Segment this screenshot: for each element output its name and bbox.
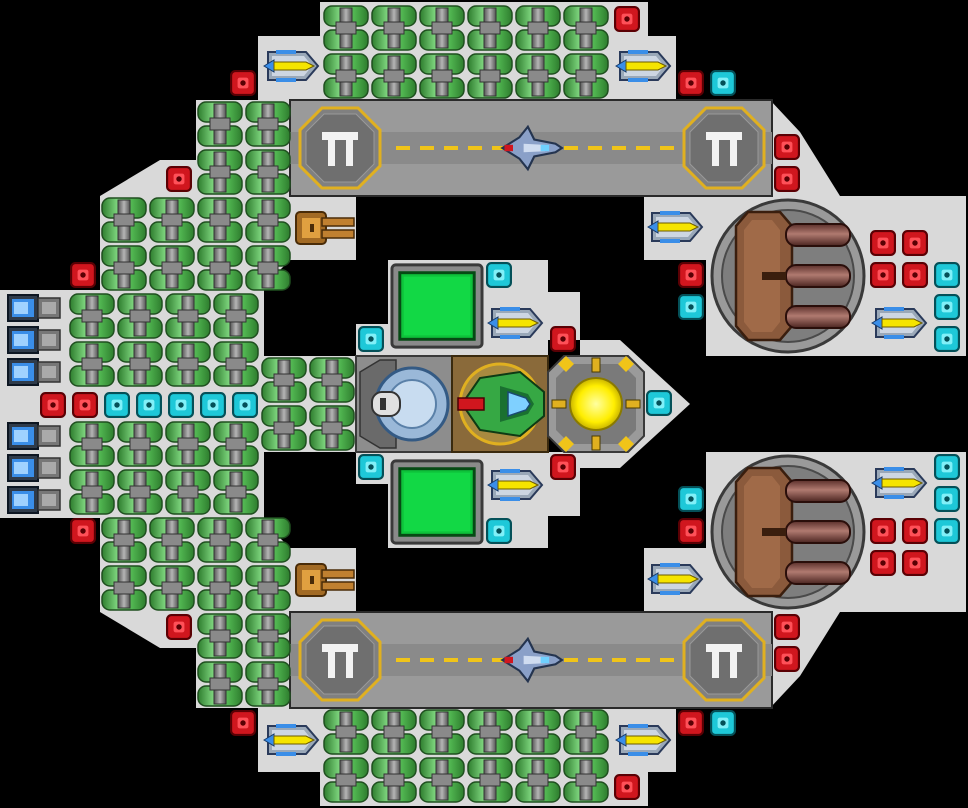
red-block-icon[interactable]	[774, 646, 800, 672]
red-block-icon[interactable]	[870, 262, 896, 288]
red-block-icon[interactable]	[774, 166, 800, 192]
thruster-icon[interactable]	[6, 421, 62, 451]
cyan-block-icon[interactable]	[104, 392, 130, 418]
hangar-pad-icon	[682, 618, 766, 702]
cyan-block-icon[interactable]	[934, 262, 960, 288]
cyan-block-icon[interactable]	[934, 486, 960, 512]
heavy-cannon-icon[interactable]	[710, 454, 866, 610]
red-block-icon[interactable]	[902, 550, 928, 576]
cyan-block-icon[interactable]	[646, 390, 672, 416]
red-block-icon[interactable]	[902, 230, 928, 256]
cyan-block-icon[interactable]	[168, 392, 194, 418]
shield-generator[interactable]	[355, 355, 453, 453]
thruster-icon[interactable]	[6, 453, 62, 483]
thruster-icon[interactable]	[6, 485, 62, 515]
storage-container-icon[interactable]	[390, 459, 484, 545]
cyan-block-icon[interactable]	[232, 392, 258, 418]
red-block-icon[interactable]	[70, 262, 96, 288]
cyan-block-icon[interactable]	[934, 518, 960, 544]
cyan-block-icon[interactable]	[200, 392, 226, 418]
red-block-icon[interactable]	[166, 166, 192, 192]
heavy-cannon-icon[interactable]	[710, 198, 866, 354]
red-block-icon[interactable]	[230, 710, 256, 736]
thruster-icon[interactable]	[6, 325, 62, 355]
red-block-icon[interactable]	[166, 614, 192, 640]
red-block-icon[interactable]	[550, 326, 576, 352]
cyan-block-icon[interactable]	[934, 326, 960, 352]
thruster-icon[interactable]	[6, 357, 62, 387]
red-block-icon[interactable]	[614, 774, 640, 800]
red-block-icon[interactable]	[774, 134, 800, 160]
cyan-block-icon[interactable]	[678, 486, 704, 512]
red-block-icon[interactable]	[774, 614, 800, 640]
cyan-block-icon[interactable]	[486, 262, 512, 288]
red-block-icon[interactable]	[870, 518, 896, 544]
red-block-icon[interactable]	[230, 70, 256, 96]
cockpit[interactable]	[451, 355, 549, 453]
cyan-block-icon[interactable]	[934, 294, 960, 320]
hangar-pad-icon	[298, 106, 382, 190]
launch-bay-top	[289, 99, 773, 197]
red-block-icon[interactable]	[870, 550, 896, 576]
heavy-cannons	[710, 198, 866, 610]
launch-bay-bottom	[289, 611, 773, 709]
hangar-pad-icon	[298, 618, 382, 702]
red-block-icon[interactable]	[40, 392, 66, 418]
cyan-block-icon[interactable]	[358, 454, 384, 480]
red-block-icon[interactable]	[614, 6, 640, 32]
cyan-block-icon[interactable]	[136, 392, 162, 418]
cyan-block-icon[interactable]	[710, 70, 736, 96]
thruster-icon[interactable]	[6, 293, 62, 323]
red-block-icon[interactable]	[678, 262, 704, 288]
red-block-icon[interactable]	[70, 518, 96, 544]
red-block-icon[interactable]	[902, 262, 928, 288]
red-block-icon[interactable]	[678, 710, 704, 736]
red-block-icon[interactable]	[72, 392, 98, 418]
cyan-block-icon[interactable]	[934, 454, 960, 480]
reactor[interactable]	[547, 355, 645, 453]
storage-container-icon[interactable]	[390, 263, 484, 349]
cyan-block-icon[interactable]	[678, 294, 704, 320]
red-block-icon[interactable]	[550, 454, 576, 480]
red-block-icon[interactable]	[678, 518, 704, 544]
red-block-icon[interactable]	[902, 518, 928, 544]
cyan-block-icon[interactable]	[486, 518, 512, 544]
cyan-block-icon[interactable]	[358, 326, 384, 352]
red-block-icon[interactable]	[678, 70, 704, 96]
red-block-icon[interactable]	[870, 230, 896, 256]
hangar-pad-icon	[682, 106, 766, 190]
cyan-block-icon[interactable]	[710, 710, 736, 736]
